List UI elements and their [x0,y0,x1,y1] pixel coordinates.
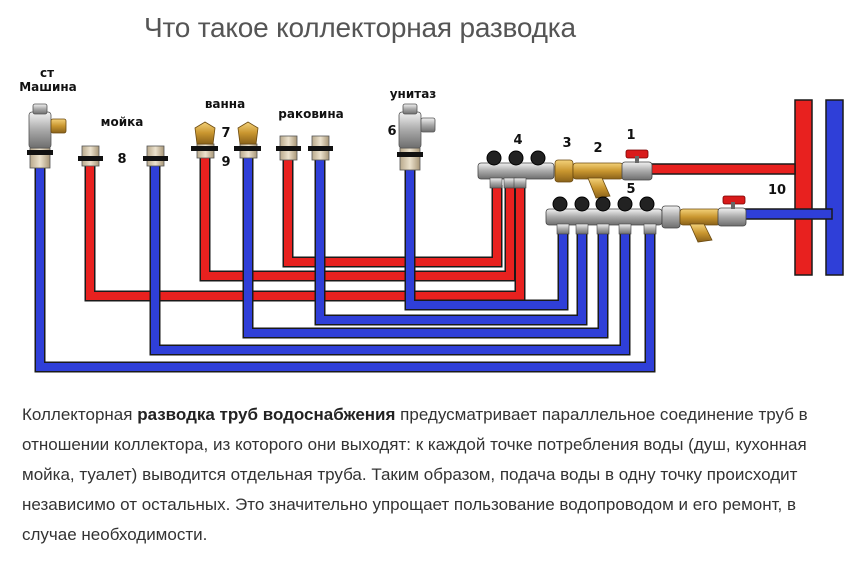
description-text-start: Коллекторная [22,405,138,424]
number-2: 2 [593,141,602,156]
description-text-rest: предусматривает параллельное соединение … [22,405,808,544]
number-10: 10 [768,183,786,198]
hot-supply-pipe [649,163,796,175]
toilet-label: унитаз [390,87,437,101]
hot-pipe-to-sink [84,160,526,302]
fitting-sink-hot [78,145,103,167]
number-8: 8 [117,152,126,167]
number-7: 7 [221,126,230,141]
cold-filter [661,205,721,243]
number-5: 5 [626,182,635,197]
fitting-basin-cold [308,135,333,161]
hot-filter-2 [554,159,624,199]
fitting-bath-cold [234,143,261,159]
cold-ball-valve [717,195,747,227]
hot-pipe-to-bath [199,150,516,282]
basin-label: раковина [278,107,343,121]
toilet-angle-valve-icon [398,103,436,149]
hot-collector-4 [477,150,555,189]
number-3: 3 [562,136,571,151]
bath-hot-valve-icon [194,121,216,145]
description-paragraph: Коллекторная разводка труб водоснабжения… [22,400,852,550]
fitting-washer [27,147,53,169]
cold-pipe-to-toilet [404,165,569,311]
number-6: 6 [387,124,396,139]
description-link-bold[interactable]: разводка труб водоснабжения [137,405,396,424]
cold-pipe-to-basin [314,158,588,326]
bath-label: ванна [205,97,245,111]
cold-pipe-to-washer [34,160,656,373]
cold-riser [825,99,844,276]
hot-ball-valve-1 [621,149,653,181]
fitting-sink-cold [143,145,168,167]
number-4: 4 [513,133,522,148]
bath-cold-valve-icon [237,121,259,145]
fitting-bath-hot [191,143,218,159]
number-9: 9 [221,155,230,170]
number-1: 1 [626,128,635,143]
cold-pipe-to-sink [149,160,631,356]
cold-pipe-to-bath [242,150,609,339]
fitting-basin-hot [276,135,301,161]
hot-riser [794,99,813,276]
hot-pipe-to-basin [282,158,503,268]
cold-supply-pipe [741,208,833,220]
sink-label: мойка [101,115,144,129]
washer-angle-valve-icon [28,103,67,149]
collector-piping-diagram: ст Машина мойка ванна раковина унитаз 1 … [19,66,844,373]
washer-label-line2: Машина [19,80,77,94]
fitting-toilet [397,147,423,171]
washer-label-line1: ст [40,66,54,80]
cold-collector-5 [545,196,663,235]
page-title: Что такое коллекторная разводка [144,12,576,43]
